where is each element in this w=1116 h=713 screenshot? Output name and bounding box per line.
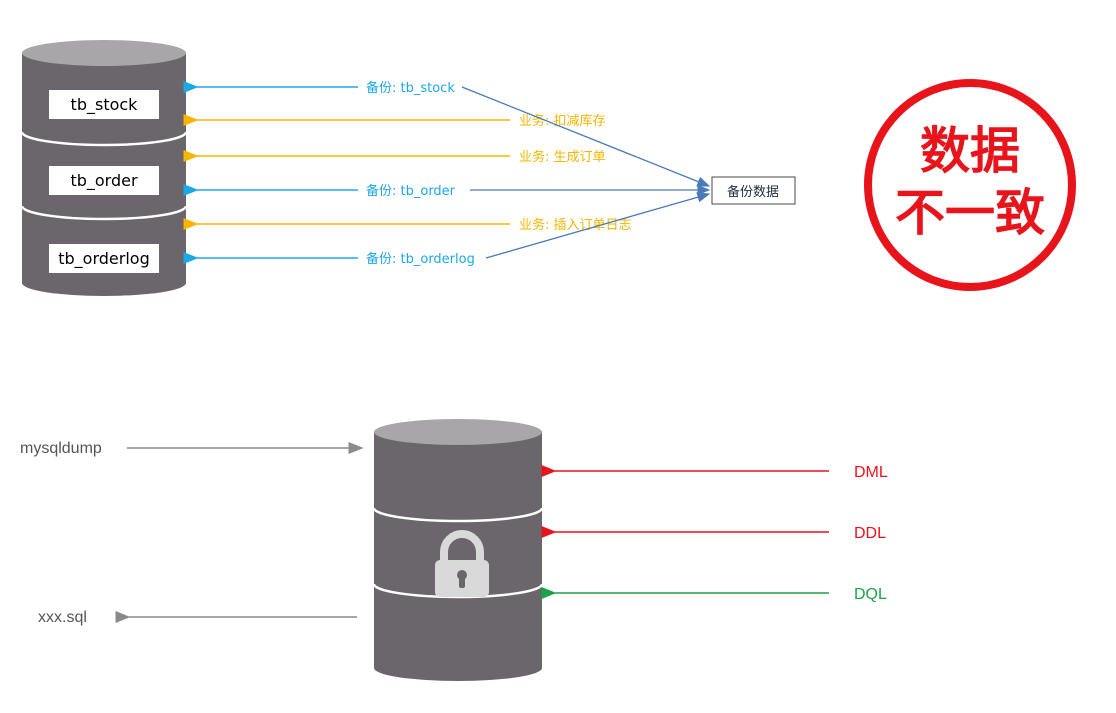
backup-data-box-frame [711,176,796,205]
output-file-label: xxx.sql [38,609,87,626]
table-box-tb-orderlog [49,244,159,273]
locked-db-top [374,419,542,445]
arrow-label-backup-tb-stock: 备份: tb_stock [366,80,455,96]
backup-data-box: 备份数据 [711,176,796,205]
arrow-label-backup-tb-order: 备份: tb_order [366,183,456,199]
top-database: tb_stock tb_order tb_orderlog [20,40,188,296]
mysqldump-label: mysqldump [20,440,102,457]
locked-db-body [374,432,542,681]
table-box-tb-order [49,166,159,195]
padlock-icon [435,530,489,597]
operation-arrows: DML DDL DQL [541,464,888,603]
warning-line-2: 不一致 [895,184,1045,242]
locked-database [372,419,544,681]
connector-tb-orderlog [485,192,711,259]
arrow-label-business-create-order: 业务: 生成订单 [519,149,606,165]
backup-data-box-label: 备份数据 [727,184,779,200]
ddl-label: DDL [854,525,886,542]
dml-label: DML [854,464,888,481]
table-label-tb-order: tb_order [70,171,138,191]
connector-tb-stock [461,86,711,187]
warning-line-1: 数据 [920,122,1020,180]
arrow-label-backup-tb-orderlog: 备份: tb_orderlog [366,251,475,267]
table-label-tb-stock: tb_stock [71,95,139,115]
top-db-divider-1 [20,131,188,147]
top-db-top [22,40,186,66]
top-arrows: 备份: tb_stock 业务: 扣减库存 业务: 生成订单 备份: tb_or… [183,80,632,267]
backup-connectors [461,86,711,259]
mysqldump-flow: mysqldump xxx.sql [20,440,364,626]
table-label-tb-orderlog: tb_orderlog [58,249,149,269]
table-box-tb-stock [49,90,159,119]
top-db-divider-2 [20,205,188,221]
data-inconsistency-warning: 数据 不一致 [864,79,1076,291]
dql-label: DQL [854,586,887,603]
arrow-label-business-insert-orderlog: 业务: 插入订单日志 [519,217,632,233]
warning-circle [864,79,1076,291]
arrow-label-business-deduct-stock: 业务: 扣减库存 [519,113,606,129]
locked-db-divider-1 [372,507,544,523]
